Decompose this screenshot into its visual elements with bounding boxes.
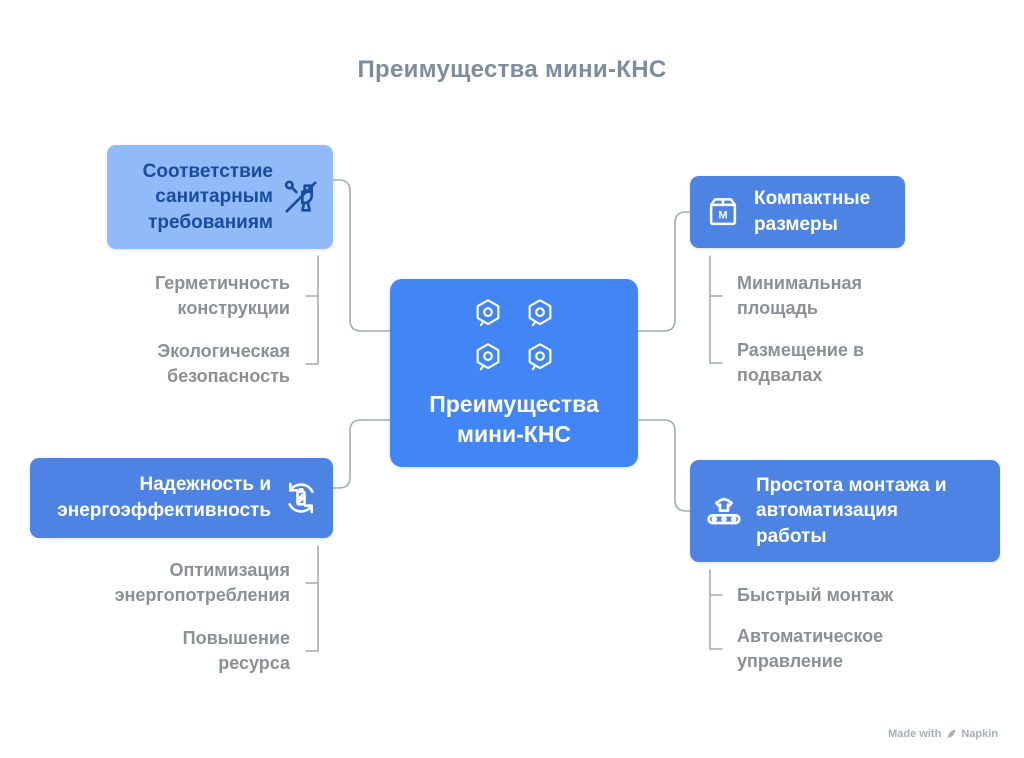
watermark-prefix: Made with (888, 728, 942, 740)
sub-item: Оптимизация энергопотребления (114, 560, 290, 605)
branch-reliability: Надежность и энергоэффективность (30, 458, 333, 538)
sub-item: Минимальная площадь (737, 273, 862, 318)
center-node-label: Преимущества мини-КНС (429, 391, 599, 447)
branch-compact-size: M Компактные размеры (690, 176, 905, 248)
sub-item: Размещение в подвалах (737, 340, 865, 385)
conveyor-automation-icon (704, 491, 744, 531)
branch-title: Соответствие санитарным требованиям (142, 160, 273, 233)
napkin-watermark: Made with Napkin (888, 728, 998, 740)
branch-installation-automation: Простота монтажа и автоматизация работы (690, 460, 1000, 562)
toilet-sanitary-icon (281, 177, 321, 217)
watermark-brand: Napkin (961, 728, 998, 740)
branch-title: Компактные размеры (754, 188, 871, 235)
hexagons-icon (471, 296, 557, 374)
branch-title: Простота монтажа и автоматизация работы (756, 474, 947, 547)
hexagon-nut-icon (528, 299, 552, 327)
battery-recycle-icon (281, 478, 321, 518)
branch-title: Надежность и энергоэффективность (57, 474, 271, 521)
sub-item: Быстрый монтаж (737, 585, 894, 605)
hexagon-nut-icon (476, 343, 500, 371)
package-box-icon: M (704, 193, 742, 231)
sub-item: Автоматическое управление (737, 626, 884, 671)
quill-icon (947, 729, 956, 738)
sub-item: Герметичность конструкции (155, 273, 290, 318)
sub-item: Повышение ресурса (182, 628, 290, 673)
center-node: Преимущества мини-КНС (390, 279, 638, 467)
hexagon-nut-icon (476, 299, 500, 327)
sub-item: Экологическая безопасность (157, 341, 290, 386)
diagram-title: Преимущества мини-КНС (357, 56, 667, 83)
hexagon-nut-icon (528, 343, 552, 371)
svg-text:M: M (718, 209, 727, 221)
branch-sanitary: Соответствие санитарным требованиям (107, 145, 333, 249)
